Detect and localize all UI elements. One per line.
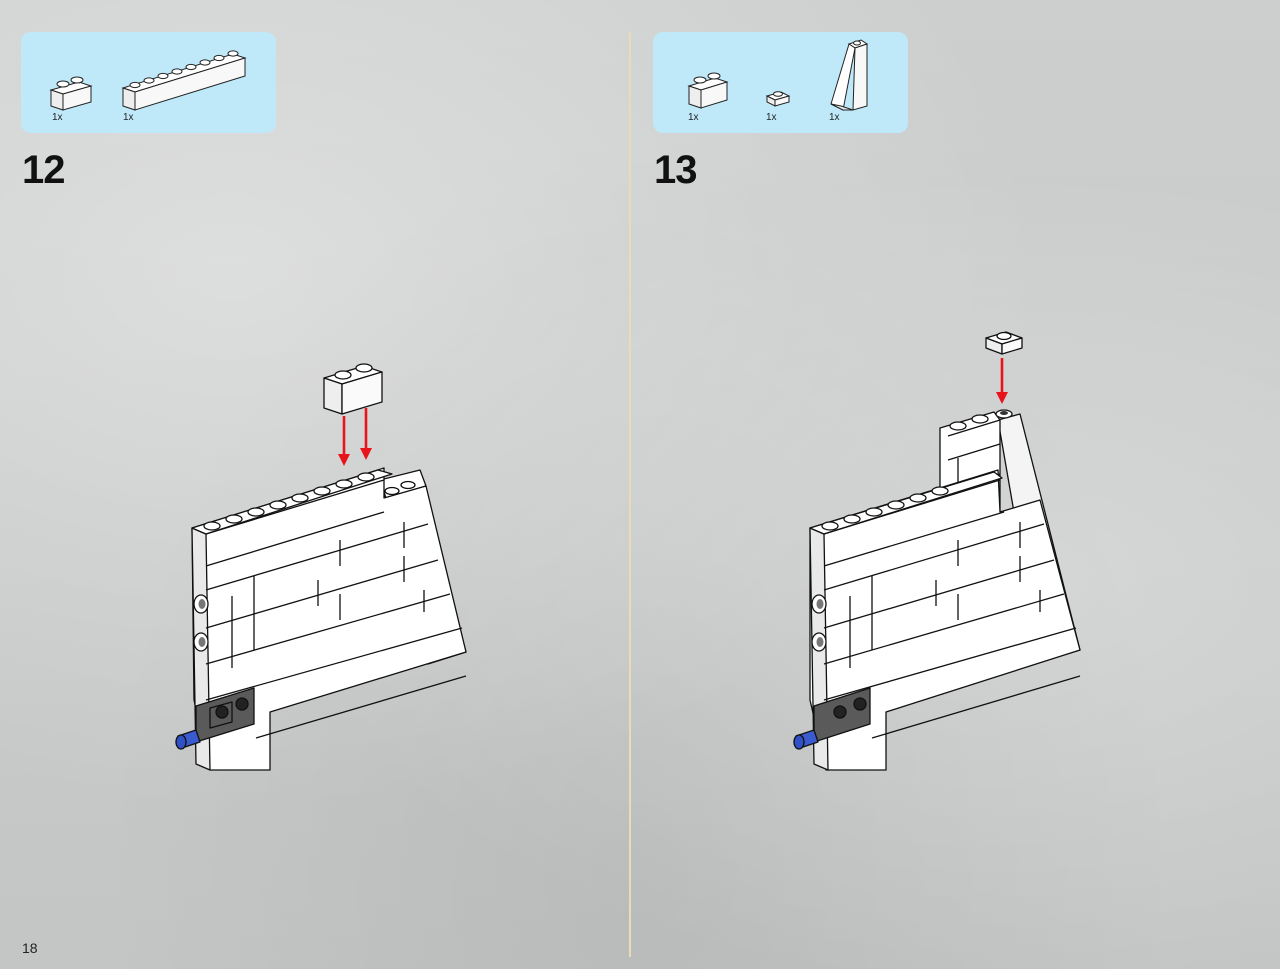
parts-box-step-13: 1x 1x 1x — [653, 32, 908, 133]
wall-studs — [821, 414, 989, 531]
step-number-13: 13 — [654, 148, 697, 192]
model-illustration-step-13 — [793, 331, 1081, 771]
page-divider — [629, 32, 631, 957]
model-illustration-step-12 — [175, 363, 467, 771]
parts-list-step-13 — [687, 39, 869, 111]
part-quantity: 1x — [766, 112, 777, 123]
brick-1x8-icon — [121, 50, 247, 111]
wall-studs — [203, 472, 416, 531]
placement-arrows — [338, 408, 372, 466]
page-number: 18 — [22, 940, 38, 956]
brick-1x2-icon — [49, 76, 93, 111]
blue-pin — [793, 729, 819, 750]
part-quantity: 1x — [688, 112, 699, 123]
part-quantity: 1x — [829, 112, 840, 123]
step-number-12: 12 — [22, 148, 65, 192]
blue-pin — [175, 729, 201, 750]
placement-arrows — [996, 358, 1008, 404]
new-brick-1x2 — [323, 363, 383, 415]
brick-1x2-icon — [687, 72, 729, 109]
parts-box-step-12: 1x 1x — [21, 32, 276, 133]
plate-1x1-icon — [765, 91, 791, 107]
new-plate-1x1 — [985, 331, 1023, 355]
parts-list-step-12 — [49, 50, 247, 111]
slope-brick-icon — [830, 39, 869, 111]
part-quantity: 1x — [52, 112, 63, 123]
part-quantity: 1x — [123, 112, 134, 123]
